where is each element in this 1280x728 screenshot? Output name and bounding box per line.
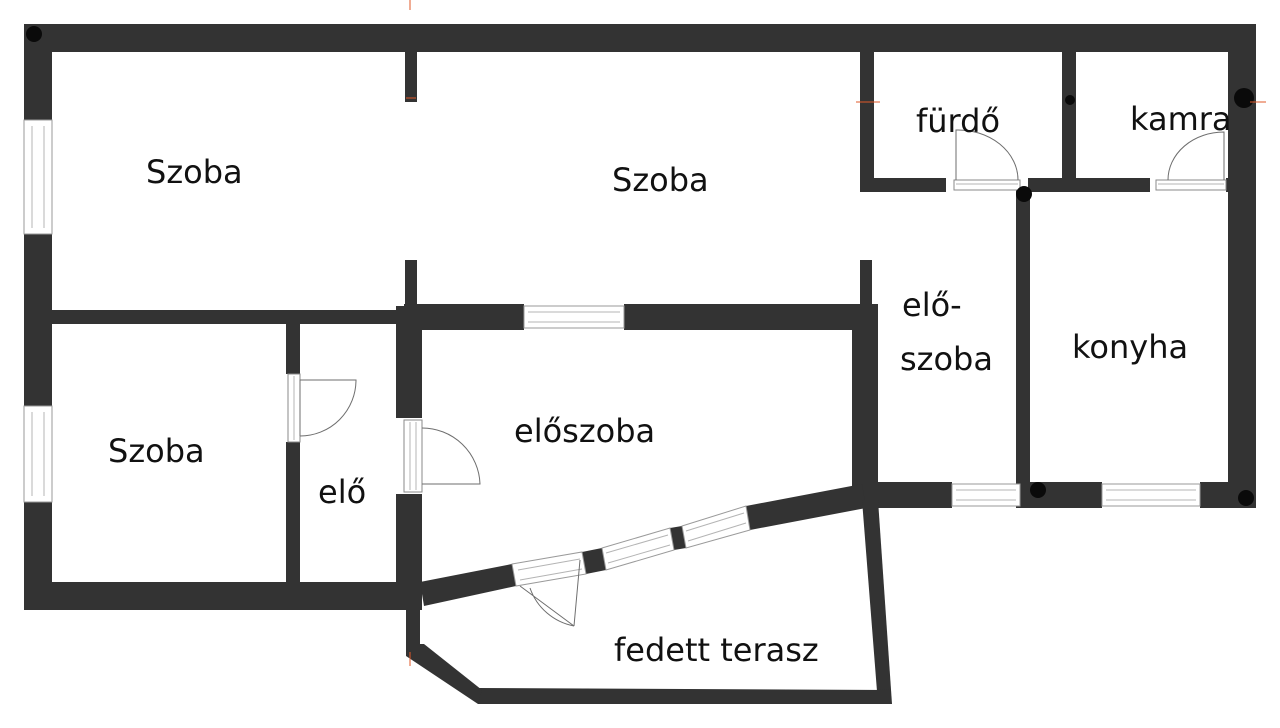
terrace-wall-bottom <box>478 688 890 704</box>
wall-top <box>24 24 1256 52</box>
wall-pantry-bottom <box>1076 178 1150 192</box>
wall-terrace-seg-1 <box>420 564 516 606</box>
terrace-wall-diagonal <box>406 644 482 704</box>
room-label-szoba-1: Szoba <box>146 153 243 191</box>
terrace-wall-right <box>862 500 892 704</box>
room-label-kamra: kamra <box>1130 100 1232 138</box>
corner-dot <box>26 26 42 42</box>
room-label-konyha: konyha <box>1072 328 1188 366</box>
wall-hall-left-lower <box>396 494 422 610</box>
wall-terrace-seg-4 <box>746 484 866 530</box>
room-label-szoba-3: Szoba <box>108 432 205 470</box>
room-labels: Szoba Szoba Szoba fürdő kamra elő- szoba… <box>108 100 1232 669</box>
wall-bath-pantry <box>1062 24 1076 192</box>
window-kitchen-bottom <box>1101 483 1201 507</box>
room-label-eloszoba-right-line1: elő- <box>902 286 962 324</box>
terrace-wall-left <box>406 606 420 652</box>
wall-hall-right <box>852 304 878 508</box>
wall-hall-top-left <box>404 304 524 330</box>
room-label-eloszoba-right-line2: szoba <box>900 340 993 378</box>
corner-dot <box>1030 482 1046 498</box>
window-left-top <box>23 119 53 235</box>
wall-bottom-left <box>24 582 420 610</box>
wall-hall-top-right <box>624 304 876 330</box>
window-left-bottom <box>23 405 53 503</box>
door-bathroom <box>953 129 1021 191</box>
room-label-furdo: fürdő <box>916 102 1000 140</box>
door-pantry <box>1155 131 1227 191</box>
wall-terrace-seg-2 <box>582 548 606 574</box>
wall-bath-left <box>860 24 874 192</box>
terrace-walls <box>406 500 892 704</box>
wall-small-room-left <box>286 322 300 374</box>
door-hall <box>403 419 481 493</box>
wall-hall-stub <box>860 260 872 308</box>
construction-markers <box>406 0 1266 666</box>
window-terrace-1 <box>511 551 587 587</box>
door-small-room <box>287 373 357 443</box>
wall-rooms-horizontal <box>24 310 420 324</box>
wall-divider-top <box>405 24 417 102</box>
room-label-elo: elő <box>318 473 366 511</box>
wall-kitchen-left <box>1016 190 1030 508</box>
wall-bath-bottom <box>860 178 946 192</box>
window-terrace-2 <box>601 527 675 571</box>
window-hall-top <box>523 305 625 329</box>
doors <box>287 129 1227 627</box>
door-terrace <box>519 559 581 627</box>
room-label-terasz: fedett terasz <box>614 631 819 669</box>
window-hallway-bottom <box>951 483 1021 507</box>
wall-small-room-left-lower <box>286 442 300 584</box>
room-label-eloszoba: előszoba <box>514 412 655 450</box>
windows <box>23 119 1201 587</box>
window-terrace-3 <box>681 505 751 549</box>
wall-terrace-seg-3 <box>670 526 686 550</box>
corner-dot <box>1016 186 1032 202</box>
corner-dots <box>26 26 1254 506</box>
room-label-szoba-2: Szoba <box>612 161 709 199</box>
interior-walls <box>24 24 1256 610</box>
corner-dot <box>1238 490 1254 506</box>
outer-walls <box>24 24 1256 610</box>
corner-dot <box>1065 95 1075 105</box>
corner-dot <box>1234 88 1254 108</box>
wall-pantry-bottom-right <box>1226 178 1256 192</box>
